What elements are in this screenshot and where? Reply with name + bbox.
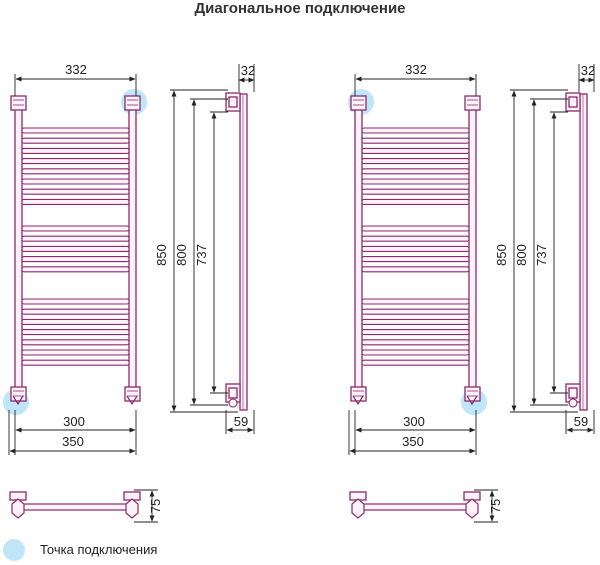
towel-rail-bar bbox=[21, 137, 130, 144]
towel-rail-bar bbox=[361, 235, 470, 242]
towel-rail-bar bbox=[361, 339, 470, 346]
towel-rail-bar bbox=[361, 266, 470, 273]
towel-rail-bar bbox=[361, 178, 470, 185]
top-view-rail bbox=[357, 503, 477, 511]
wall-bracket-cap bbox=[228, 387, 238, 399]
dimension-label-total-width: 350 bbox=[62, 434, 84, 449]
top-view-nut bbox=[351, 498, 365, 519]
towel-rail-bar bbox=[361, 147, 470, 154]
side-nut bbox=[228, 398, 238, 408]
towel-rail-bar bbox=[21, 158, 130, 165]
side-collector bbox=[579, 93, 588, 411]
dimension-label-side-depth: 32 bbox=[581, 63, 595, 78]
towel-rail-bar bbox=[361, 245, 470, 252]
pipe-fitting bbox=[124, 95, 141, 111]
pipe-fitting bbox=[464, 95, 481, 111]
dimension-label-side-depth: 32 bbox=[241, 63, 255, 78]
connection-point-legend-icon bbox=[3, 539, 25, 561]
dimension-label-total-width: 350 bbox=[402, 434, 424, 449]
pipe-fitting bbox=[464, 386, 481, 402]
diagram-top-right-bottom-left: 332 300 350 850 800 737 32 59 75 bbox=[3, 62, 255, 523]
dimension-label-axis-width: 300 bbox=[403, 414, 425, 429]
right-collector bbox=[128, 103, 137, 395]
towel-rail-bar bbox=[21, 178, 130, 185]
towel-rail-bar bbox=[21, 318, 130, 325]
pipe-fitting bbox=[10, 386, 27, 402]
top-view-nut bbox=[125, 498, 139, 519]
pipe-fitting bbox=[10, 95, 27, 111]
end-plug bbox=[352, 395, 364, 406]
wall-bracket-cap bbox=[228, 96, 238, 108]
towel-rail-bar bbox=[21, 339, 130, 346]
towel-rail-bar bbox=[21, 256, 130, 263]
end-plug bbox=[466, 395, 478, 406]
pipe-fitting bbox=[350, 95, 367, 111]
legend-label: Точка подключения bbox=[40, 542, 158, 557]
towel-rail-bar bbox=[361, 308, 470, 315]
towel-rail-bar bbox=[21, 127, 130, 134]
diagram-top-left-bottom-right: 332 300 350 850 800 737 32 59 75 bbox=[348, 62, 595, 523]
right-collector bbox=[468, 103, 477, 395]
towel-rail-bar bbox=[361, 127, 470, 134]
dimension-label-height-mid: 800 bbox=[174, 244, 189, 266]
towel-rail-bar bbox=[361, 329, 470, 336]
dimension-label-bottom-depth: 59 bbox=[574, 414, 588, 429]
dimension-label-top-width: 332 bbox=[405, 62, 427, 77]
towel-rail-bar bbox=[21, 188, 130, 195]
towel-rail-bar bbox=[361, 158, 470, 165]
dimension-label-height-mid: 800 bbox=[514, 244, 529, 266]
towel-rail-bar bbox=[21, 308, 130, 315]
top-view-nut bbox=[465, 498, 479, 519]
towel-rail-bar bbox=[361, 359, 470, 366]
towel-rail-bar bbox=[361, 298, 470, 305]
dimension-label-bottom-depth: 59 bbox=[234, 414, 248, 429]
page-title: Диагональное подключение bbox=[194, 0, 406, 17]
towel-rail-bar bbox=[21, 329, 130, 336]
towel-rail-bar bbox=[361, 168, 470, 175]
towel-rail-bar bbox=[21, 225, 130, 232]
top-view-nut bbox=[11, 498, 25, 519]
side-collector bbox=[239, 93, 248, 411]
dimension-label-mount-depth: 75 bbox=[148, 499, 163, 513]
towel-rail-bar bbox=[361, 318, 470, 325]
towel-rail-bar bbox=[21, 198, 130, 205]
towel-rail-bar bbox=[361, 256, 470, 263]
towel-rail-bar bbox=[21, 298, 130, 305]
end-plug bbox=[12, 395, 24, 406]
towel-rail-bar bbox=[361, 349, 470, 356]
dimension-label-height-total: 850 bbox=[494, 244, 509, 266]
dimension-label-mount-depth: 75 bbox=[488, 499, 503, 513]
end-plug bbox=[126, 395, 138, 406]
towel-rail-bar bbox=[21, 147, 130, 154]
towel-rail-bar bbox=[21, 359, 130, 366]
wall-bracket-cap bbox=[568, 96, 578, 108]
towel-rail-bar bbox=[21, 168, 130, 175]
towel-rail-bar bbox=[361, 198, 470, 205]
wall-bracket-cap bbox=[568, 387, 578, 399]
pipe-fitting bbox=[350, 386, 367, 402]
towel-rail-bar bbox=[361, 225, 470, 232]
left-collector bbox=[14, 103, 23, 395]
dimension-label-height-axis: 737 bbox=[194, 244, 209, 266]
dimension-label-axis-width: 300 bbox=[63, 414, 85, 429]
towel-rail-bar bbox=[21, 245, 130, 252]
towel-rail-bar bbox=[361, 137, 470, 144]
dimension-label-top-width: 332 bbox=[65, 62, 87, 77]
towel-rail-bar bbox=[361, 188, 470, 195]
top-view-rail bbox=[17, 503, 137, 511]
left-collector bbox=[354, 103, 363, 395]
towel-rail-bar bbox=[21, 235, 130, 242]
side-nut bbox=[568, 398, 578, 408]
dimension-label-height-total: 850 bbox=[154, 244, 169, 266]
towel-rail-bar bbox=[21, 349, 130, 356]
towel-rail-bar bbox=[21, 266, 130, 273]
dimension-label-height-axis: 737 bbox=[534, 244, 549, 266]
pipe-fitting bbox=[124, 386, 141, 402]
